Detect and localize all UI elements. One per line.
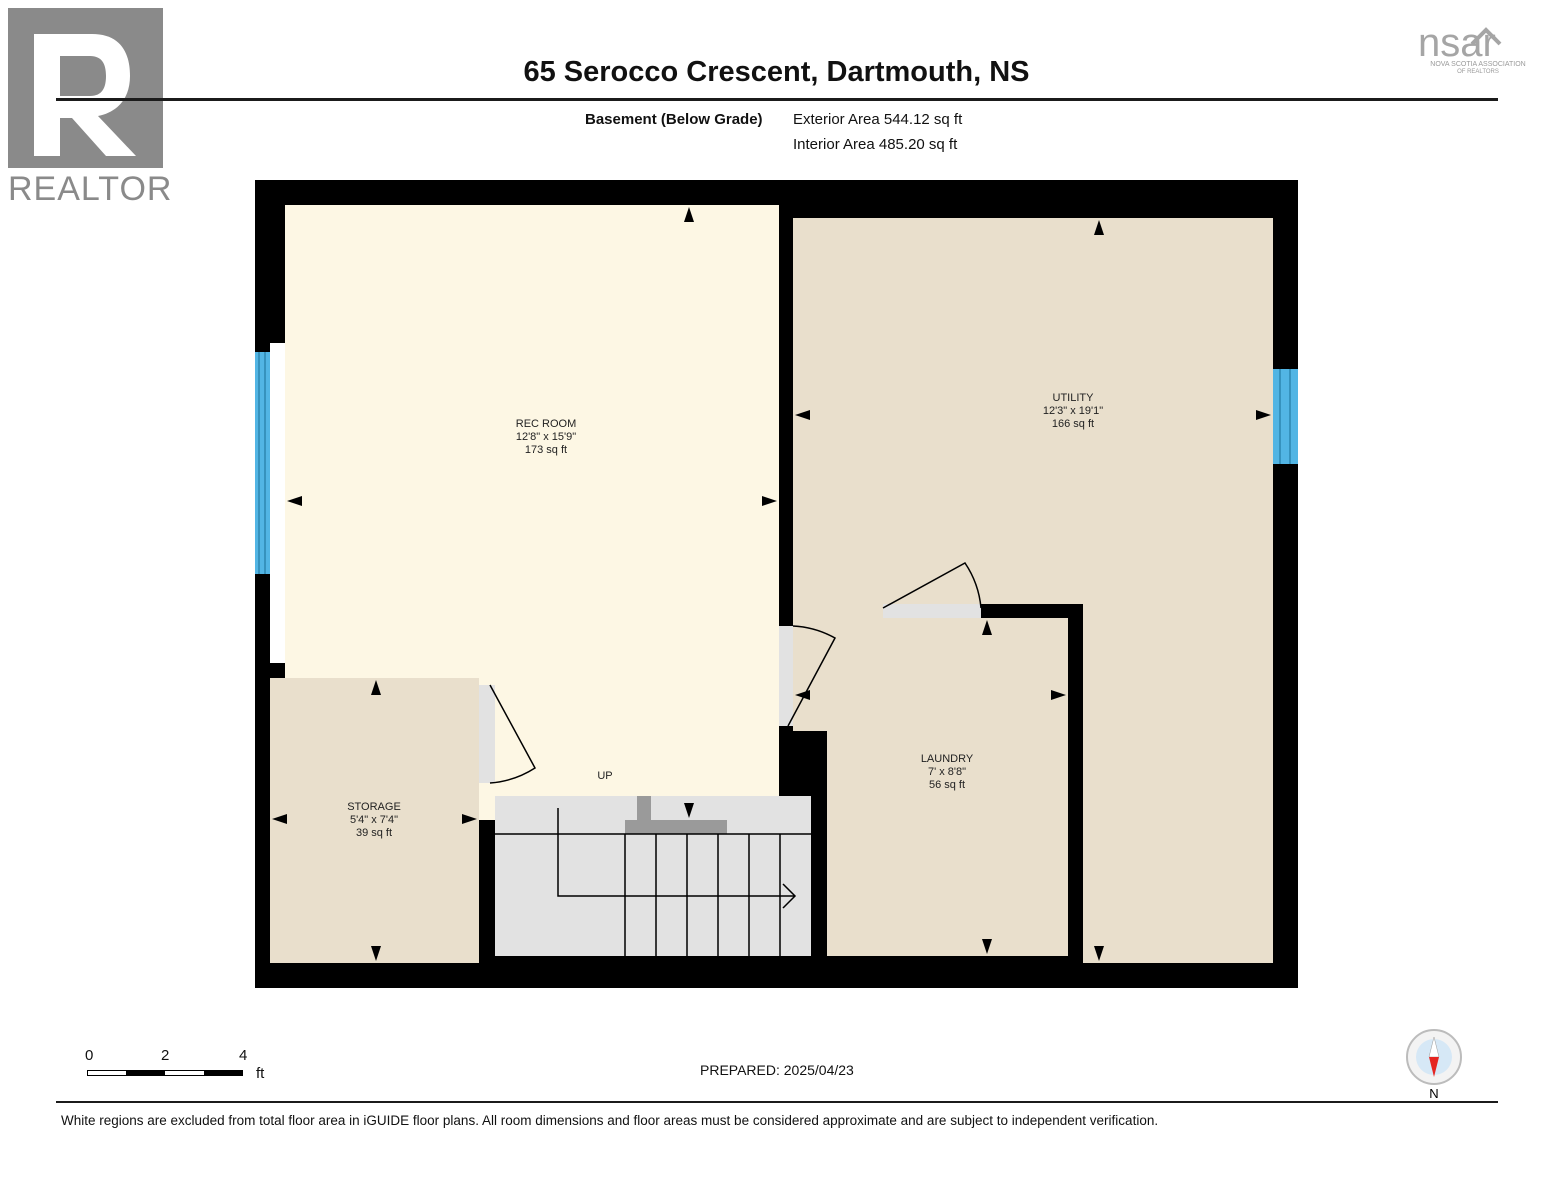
scale-tick-2: 2: [161, 1047, 170, 1064]
laundry-floor: [793, 618, 1068, 731]
room-dimensions: 12'8" x 15'9": [515, 431, 577, 443]
door-laundry-utility: [883, 604, 981, 618]
exterior-area: Exterior Area 544.12 sq ft: [793, 111, 963, 128]
nsar-subtitle-line2: OF REALTORS: [1457, 69, 1499, 75]
realtor-logo: [8, 8, 163, 168]
storage-label: STORAGE 5'4" x 7'4" 39 sq ft: [314, 801, 434, 840]
header-divider: [56, 98, 1498, 101]
room-name: LAUNDRY: [920, 753, 974, 765]
room-name: REC ROOM: [515, 418, 577, 430]
footer-divider: [56, 1101, 1498, 1103]
level-label: Basement (Below Grade): [585, 111, 763, 128]
compass-north-label: N: [1429, 1086, 1438, 1100]
room-area: 56 sq ft: [928, 779, 966, 791]
utility-label: UTILITY 12'3" x 19'1" 166 sq ft: [1013, 392, 1133, 431]
nsar-subtitle-line1: NOVA SCOTIA ASSOCIATION: [1430, 61, 1526, 68]
laundry-label: LAUNDRY 7' x 8'8" 56 sq ft: [887, 753, 1007, 792]
stairs-up-label: UP: [597, 770, 613, 782]
dimension-markers: [272, 207, 1271, 961]
realtor-wordmark: REALTOR: [8, 170, 173, 208]
excluded-region: [270, 343, 285, 663]
disclaimer-text: White regions are excluded from total fl…: [61, 1113, 1159, 1128]
north-compass-icon: N: [1406, 1029, 1462, 1100]
room-area: 39 sq ft: [355, 827, 393, 839]
scale-tick-0: 0: [85, 1047, 94, 1064]
door-storage: [479, 685, 495, 783]
interior-area: Interior Area 485.20 sq ft: [793, 136, 958, 153]
room-dimensions: 5'4" x 7'4": [349, 814, 399, 826]
room-name: UTILITY: [1052, 392, 1094, 404]
page-title: 65 Serocco Crescent, Dartmouth, NS: [523, 56, 1030, 88]
nsar-logo: nsar: [1418, 21, 1502, 65]
storage-floor: [270, 678, 479, 963]
door-rec-laundry: [779, 626, 793, 726]
rec-room-label: REC ROOM 12'8" x 15'9" 173 sq ft: [486, 418, 606, 457]
scale-bar: 0 2 4 ft: [85, 1047, 287, 1087]
scale-tick-4: 4: [239, 1047, 248, 1064]
room-area: 166 sq ft: [1051, 418, 1095, 430]
window-right: [1273, 369, 1298, 464]
room-dimensions: 12'3" x 19'1": [1042, 405, 1104, 417]
window-left: [255, 352, 270, 574]
nsar-wordmark: nsar: [1418, 21, 1496, 65]
room-name: STORAGE: [347, 801, 401, 813]
room-area: 173 sq ft: [524, 444, 568, 456]
utility-floor: [793, 218, 1273, 604]
prepared-date: PREPARED: 2025/04/23: [700, 1062, 854, 1078]
room-dimensions: 7' x 8'8": [927, 766, 967, 778]
scale-unit: ft: [256, 1065, 265, 1082]
